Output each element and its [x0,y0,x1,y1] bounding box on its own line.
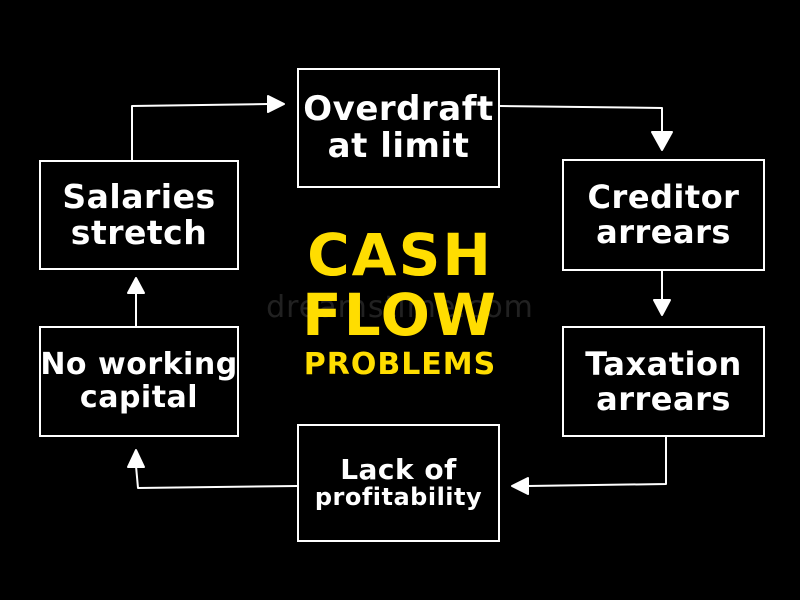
node-overdraft-line-1: Overdraft [303,89,494,130]
title-line-2: FLOW [302,281,498,349]
node-creditor-line-2: arrears [596,213,731,251]
node-creditor-line-1: Creditor [587,178,740,217]
node-salaries-stretch: Salaries stretch [39,160,239,270]
title-line-3: PROBLEMS [303,347,497,382]
node-lack-line-2: profitability [314,483,483,512]
edge-salaries-to-overdraft [131,95,285,161]
node-lack-of-profitability: Lack of profitability [297,424,500,542]
node-no-working-capital: No working capital [39,326,239,437]
center-title: CASH FLOW PROBLEMS [290,226,510,380]
node-overdraft-line-2: at limit [327,126,470,166]
edge-overdraft-to-creditor [499,105,673,151]
node-taxation-line-1: Taxation [585,344,742,383]
node-salaries-line-1: Salaries [62,177,216,217]
title-line-1: CASH [307,221,493,289]
node-salaries-line-2: stretch [70,213,208,252]
node-taxation-arrears: Taxation arrears [562,326,765,437]
edge-creditor-to-taxation [653,270,671,316]
edge-taxation-to-lack [511,436,667,495]
watermark: dreamstime.com [266,290,534,325]
node-overdraft: Overdraft at limit [297,68,500,188]
edge-lack-to-no-working [127,449,298,489]
node-taxation-line-2: arrears [596,379,731,418]
node-creditor-arrears: Creditor arrears [562,159,765,271]
node-lack-line-1: Lack of [340,452,457,486]
node-no-working-line-1: No working [40,347,238,383]
edge-no-working-to-salaries [127,277,145,327]
node-no-working-line-2: capital [79,379,199,415]
